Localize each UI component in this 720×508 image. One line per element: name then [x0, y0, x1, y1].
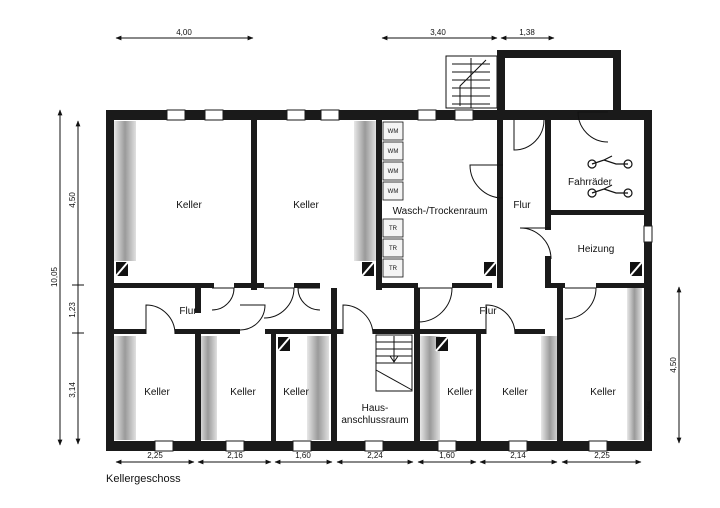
dimension-label: 1,23 [68, 302, 77, 318]
room-label-hausanschlussraum: Haus- [362, 403, 389, 414]
dimension-label: 1,38 [519, 28, 535, 37]
dimension-label: 4,50 [669, 357, 678, 373]
appliance-label: WM [388, 169, 399, 175]
room-label-keller: Keller [293, 200, 319, 211]
room-label-keller: Keller [283, 387, 309, 398]
appliance-label: WM [388, 129, 399, 135]
vent-icons [115, 261, 643, 352]
appliance-label: TR [389, 266, 398, 272]
floor-caption: Kellergeschoss [106, 473, 181, 485]
room-label-keller: Keller [447, 387, 473, 398]
room-label-keller: Keller [144, 387, 170, 398]
vent-icon [483, 261, 497, 277]
dimension-label: 2,16 [227, 451, 243, 460]
room-label-wasch-trockenraum: Wasch-/Trockenraum [393, 206, 488, 217]
dimension-label: 10,05 [50, 266, 59, 287]
dimension-label: 2,25 [147, 451, 163, 460]
dimension-lines [57, 35, 682, 465]
room-label-flur: Flur [179, 306, 197, 317]
appliance-boxes [382, 121, 404, 278]
appliance-label: WM [388, 149, 399, 155]
vent-icon [115, 261, 129, 277]
bicycle-icon [587, 155, 633, 198]
dimension-label: 2,25 [594, 451, 610, 460]
watermark: ImmoGrundriss [646, 400, 651, 432]
appliance-label: WM [388, 189, 399, 195]
room-label-fahrraeder: Fahrräder [568, 177, 613, 188]
room-label-flur: Flur [479, 306, 497, 317]
room-label-heizung: Heizung [578, 244, 615, 255]
room-label-keller: Keller [502, 387, 528, 398]
dimension-label: 3,14 [68, 382, 77, 398]
room-label-keller: Keller [230, 387, 256, 398]
shelves [114, 121, 642, 440]
vent-icon [361, 261, 375, 277]
appliance-label: TR [389, 226, 398, 232]
room-label-flur: Flur [513, 200, 531, 211]
dimension-label: 1,60 [295, 451, 311, 460]
dimension-label: 4,00 [176, 28, 192, 37]
vent-icon [629, 261, 643, 277]
vent-icon [435, 336, 449, 352]
appliance-label: TR [389, 246, 398, 252]
dimension-label: 4,50 [68, 192, 77, 208]
windows [154, 109, 653, 452]
door-swings [145, 111, 609, 335]
room-label-keller: Keller [176, 200, 202, 211]
vent-icon [277, 336, 291, 352]
room-label-hausanschlussraum: anschlussraum [341, 415, 408, 426]
staircase-bottom [375, 334, 413, 392]
staircase-top [445, 55, 498, 109]
dimension-label: 1,60 [439, 451, 455, 460]
dimension-label: 3,40 [430, 28, 446, 37]
room-label-keller: Keller [590, 387, 616, 398]
dimension-label: 2,14 [510, 451, 526, 460]
dimension-label: 2,24 [367, 451, 383, 460]
